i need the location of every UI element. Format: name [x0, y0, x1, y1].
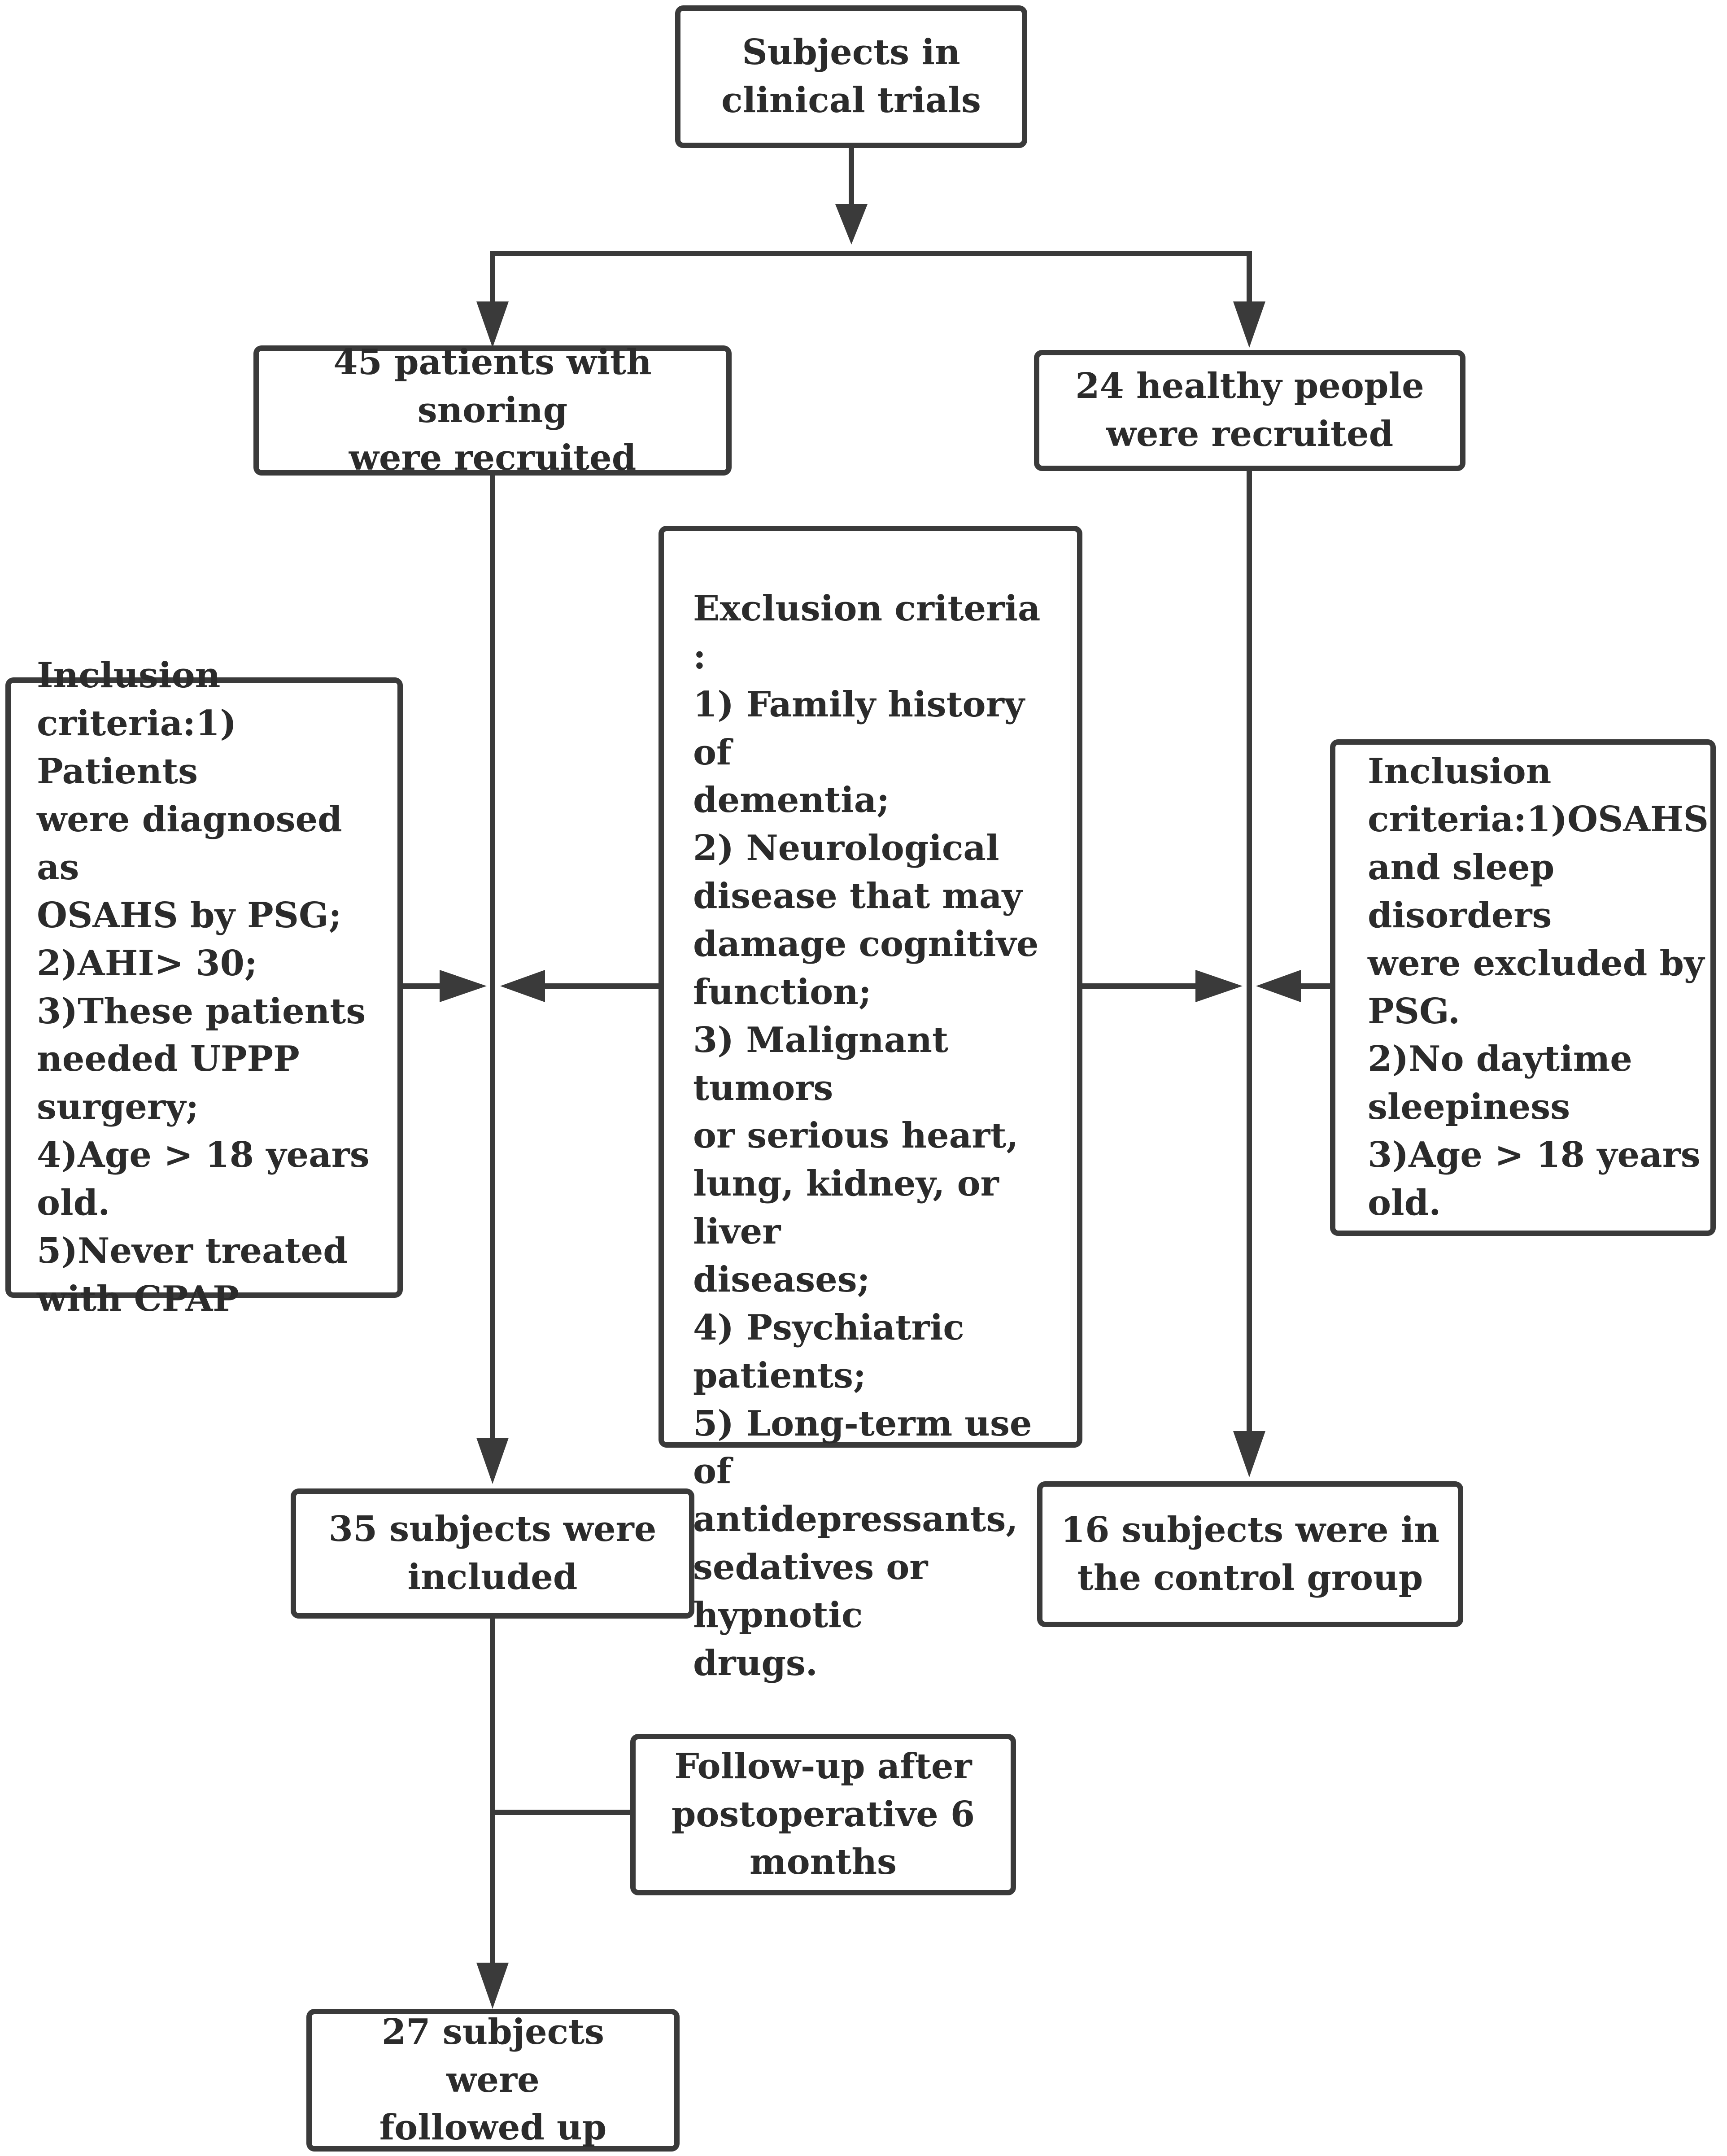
arrowhead-inclusion-right	[1256, 970, 1301, 1002]
subjects-label: Subjects in clinical trials	[721, 32, 981, 121]
inclusion-right-box: Inclusion criteria:1)OSAHS and sleep dis…	[1330, 739, 1716, 1236]
followed-box: 27 subjects were followed up	[306, 2009, 680, 2152]
arrowhead-exclusion-right	[1195, 970, 1243, 1002]
inclusion-left-label: Inclusion criteria:1) Patients were diag…	[37, 655, 370, 1319]
arrowhead-inclusion-left	[440, 970, 487, 1002]
patients-box: 45 patients with snoring were recruited	[253, 341, 732, 479]
arrowhead-left-main-down	[476, 1438, 509, 1484]
inclusion-right-label: Inclusion criteria:1)OSAHS and sleep dis…	[1368, 751, 1709, 1223]
control-box: 16 subjects were in the control group	[1037, 1481, 1463, 1627]
included-box: 35 subjects were included	[291, 1488, 694, 1619]
healthy-box: 24 healthy people were recruited	[1034, 350, 1465, 471]
arrowhead-subjects-down	[835, 204, 868, 244]
arrowhead-right-main-down	[1233, 1431, 1265, 1477]
healthy-label: 24 healthy people were recruited	[1075, 366, 1424, 454]
arrowhead-split-right	[1233, 301, 1265, 348]
followup-note-box: Follow-up after postoperative 6 months	[630, 1734, 1016, 1895]
arrowhead-included-down	[476, 1963, 509, 2009]
exclusion-box: Exclusion criteria : 1) Family history o…	[659, 526, 1082, 1684]
followup-note-label: Follow-up after postoperative 6 months	[671, 1746, 975, 1883]
control-label: 16 subjects were in the control group	[1060, 1509, 1440, 1598]
inclusion-left-box: Inclusion criteria:1) Patients were diag…	[5, 655, 403, 1319]
subjects-box: Subjects in clinical trials	[675, 5, 1027, 148]
arrowhead-split-left	[476, 301, 509, 348]
patients-label: 45 patients with snoring were recruited	[333, 341, 652, 479]
included-label: 35 subjects were included	[328, 1509, 657, 1597]
exclusion-label: Exclusion criteria : 1) Family history o…	[693, 588, 1041, 1684]
arrowhead-exclusion-left	[500, 970, 545, 1002]
followed-label: 27 subjects were followed up	[379, 2011, 607, 2148]
